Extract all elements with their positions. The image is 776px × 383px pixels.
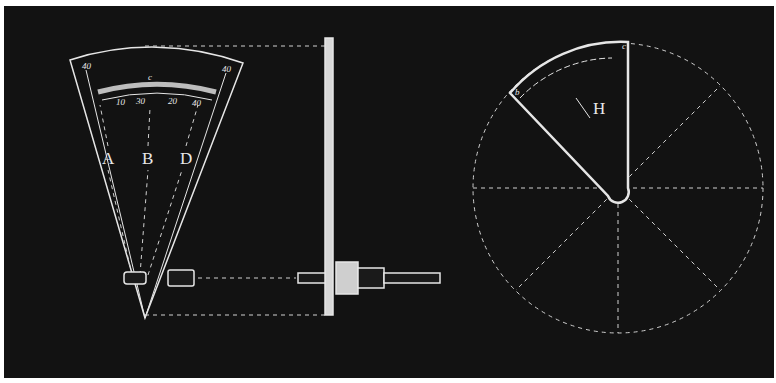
sight-line (186, 105, 198, 146)
scale-band (98, 84, 216, 92)
scale-number: 20 (168, 97, 177, 106)
scale-letter: c (148, 73, 152, 82)
radius-line (516, 188, 618, 290)
vertical-plate (325, 38, 333, 315)
sight-line (100, 105, 108, 146)
sight-label: D (180, 150, 192, 167)
sight-line (148, 108, 150, 146)
sight-label: B (142, 150, 153, 167)
edge-line (145, 73, 226, 318)
arm-letter: c (622, 42, 626, 51)
axle-piece (358, 268, 384, 288)
radius-line (618, 188, 619, 333)
sector-outline (70, 47, 243, 318)
arm-scale (520, 58, 612, 98)
hub (336, 262, 358, 294)
projection-line (145, 315, 326, 316)
axle-piece (124, 272, 146, 284)
arm-letter: b (515, 88, 520, 97)
sector-arm (510, 42, 629, 203)
axle-piece (168, 270, 194, 286)
radius-line (618, 86, 720, 188)
sight-label: A (102, 150, 114, 167)
projection-line (190, 278, 296, 279)
axle-piece (298, 273, 325, 283)
scale-number: 30 (136, 97, 145, 106)
sight-line (140, 170, 148, 275)
scale-number: 40 (82, 62, 91, 71)
part-label: H (593, 100, 605, 117)
pointer-line (576, 98, 590, 118)
sight-line (108, 170, 132, 275)
scale-number: 40 (192, 99, 201, 108)
scale-number: 40 (222, 65, 231, 74)
projection-line (145, 46, 326, 47)
axle-rod (384, 273, 440, 283)
scale-number: 10 (116, 98, 125, 107)
edge-line (86, 70, 145, 318)
sight-line (148, 170, 182, 275)
radius-line (618, 188, 720, 290)
dark-plate (4, 6, 774, 378)
